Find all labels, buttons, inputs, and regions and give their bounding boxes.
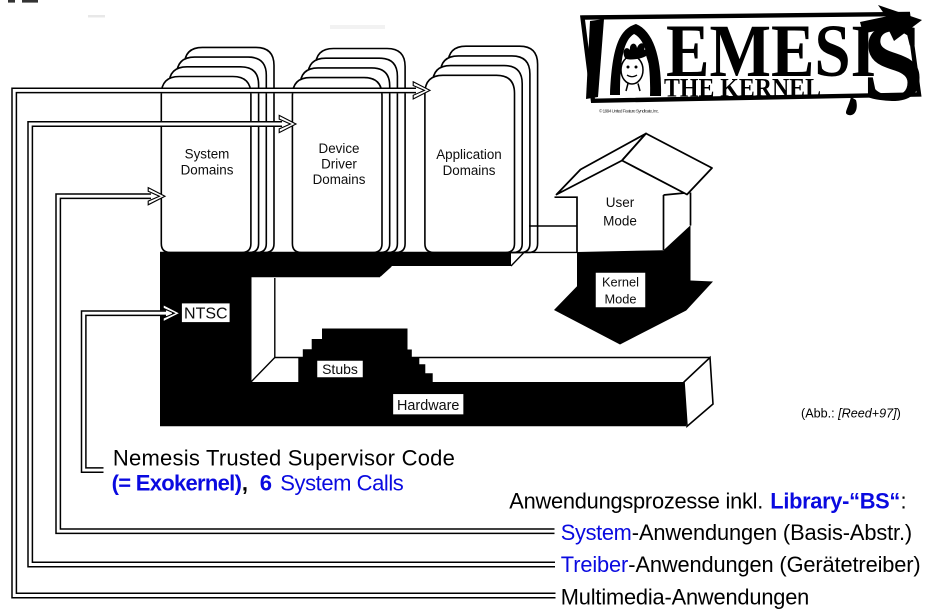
svg-text:Domains: Domains — [181, 163, 234, 178]
svg-text:6: 6 — [260, 471, 272, 496]
svg-text:NTSC: NTSC — [184, 305, 228, 322]
svg-text:Treiber: Treiber — [561, 552, 629, 577]
svg-text:System: System — [185, 147, 230, 162]
svg-text:Mode: Mode — [604, 292, 636, 307]
svg-text:Device: Device — [319, 141, 360, 156]
svg-text:Kernel: Kernel — [602, 275, 639, 290]
svg-text:System: System — [561, 520, 632, 545]
svg-text:-Anwendungen (Basis-Abstr.): -Anwendungen (Basis-Abstr.) — [632, 520, 912, 545]
svg-text:,: , — [242, 471, 248, 496]
svg-text::: : — [901, 488, 907, 513]
svg-text:User: User — [606, 195, 635, 210]
svg-text:Mode: Mode — [603, 214, 637, 229]
svg-text:Hardware: Hardware — [397, 398, 459, 414]
svg-text:Anwendungsprozesse inkl.: Anwendungsprozesse inkl. — [509, 488, 763, 513]
svg-text:Domains: Domains — [443, 163, 496, 178]
svg-text:Nemesis Trusted Supervisor Cod: Nemesis Trusted Supervisor Code — [113, 445, 455, 470]
svg-text:Driver: Driver — [321, 157, 357, 172]
svg-text:Application: Application — [436, 147, 502, 162]
svg-text:© 1994 United Feature Syndicat: © 1994 United Feature Syndicate, Inc. — [599, 108, 659, 114]
svg-text:-Anwendungen (Gerätetreiber): -Anwendungen (Gerätetreiber) — [628, 552, 920, 577]
svg-text:THE KERNEL: THE KERNEL — [664, 73, 821, 103]
svg-text:System Calls: System Calls — [280, 471, 404, 496]
svg-text:(= Exokernel): (= Exokernel) — [112, 471, 242, 496]
svg-text:Stubs: Stubs — [322, 361, 358, 377]
svg-text:EMESI: EMESI — [666, 10, 876, 93]
svg-text:(Abb.: [Reed+97]): (Abb.: [Reed+97]) — [801, 407, 901, 421]
svg-text:Domains: Domains — [313, 172, 366, 187]
svg-text:Multimedia-Anwendungen: Multimedia-Anwendungen — [561, 585, 810, 610]
svg-text:Library-“BS“: Library-“BS“ — [770, 488, 900, 513]
